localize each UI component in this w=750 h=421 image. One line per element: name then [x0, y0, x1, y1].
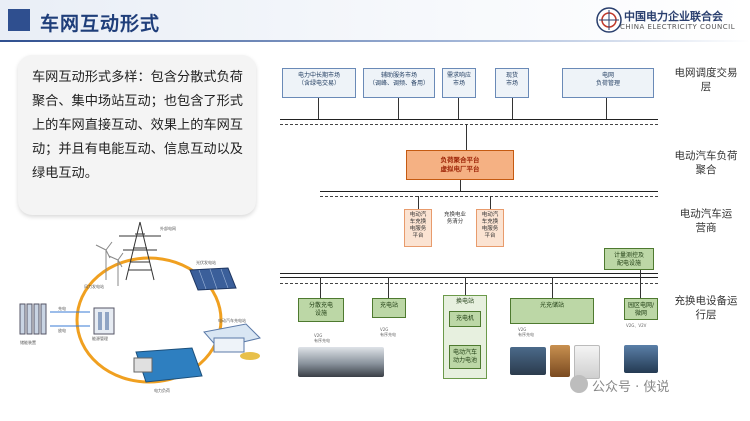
market-box-load-management: 电网 负荷管理 [562, 68, 654, 98]
storage-battery-icon [19, 303, 47, 335]
header-band [0, 0, 750, 40]
equip-ev-battery: 电动汽车 动力电池 [449, 345, 481, 369]
equip-swap-station: 换电站 [455, 298, 474, 305]
org-name-en: CHINA ELECTRICITY COUNCIL [620, 23, 736, 31]
bus-line-dashed [280, 124, 658, 125]
bus-line [280, 119, 658, 120]
v2g-label: V2G 有序充电 [518, 327, 534, 337]
connector [466, 124, 467, 150]
v2g-v2v-label: V2G、V2V [626, 323, 647, 328]
v2g-label: V2G 有序充电 [380, 327, 396, 337]
connector [398, 98, 399, 119]
microgrid-photo [624, 345, 658, 373]
connector [465, 277, 466, 295]
cec-logo-icon [596, 7, 622, 33]
charger-pile-photo [574, 345, 600, 379]
label-charge: 充电 [58, 306, 66, 311]
bus-line-dashed [280, 283, 658, 284]
ev-station-icon [203, 323, 261, 360]
header-divider [0, 40, 750, 42]
load-facility-icon [133, 347, 203, 383]
connector [458, 98, 459, 119]
wechat-icon [570, 375, 588, 393]
operator-platform-box-left: 电动汽 车充换 电服务 平台 [404, 209, 432, 247]
layer-label-equipment: 充换电设备运 行层 [674, 295, 738, 321]
org-name-cn: 中国电力企业联合会 [624, 10, 723, 23]
intro-text: 车网互动形式多样：包含分散式负荷聚合、集中场站互动；也包含了形式上的车网直接互动… [32, 70, 243, 181]
connector [490, 196, 491, 209]
microgrid-illustration-svg [19, 221, 261, 384]
connector [640, 270, 641, 298]
label-hub: 能源管理 [92, 336, 108, 341]
wind-turbine-icon [95, 241, 124, 286]
equip-park-microgrid: 园区电网/ 微网 [624, 298, 658, 320]
connector [320, 277, 321, 298]
ev-car-photo [298, 347, 384, 377]
microgrid-illustration: 外部电网 光伏发电站 风力发电站 储能装置 充电 放电 能源管理 电动汽车充电站… [14, 220, 270, 410]
layer-label-operator: 电动汽车运 营商 [679, 208, 733, 234]
label-discharge: 放电 [58, 328, 66, 333]
intro-textbox [18, 55, 256, 215]
layer-label-aggregation: 电动汽车负荷 聚合 [674, 150, 738, 176]
metering-box: 计量测控及 配电设施 [604, 248, 654, 270]
v2g-label: V2G 有序充电 [314, 333, 330, 343]
solar-panel-icon [189, 267, 237, 291]
v2g-architecture-diagram: 电力中长期市场 （含绿电交易） 辅助服务市场 （调峰、调频、备用） 需求响应 市… [270, 55, 660, 385]
market-box-midlong: 电力中长期市场 （含绿电交易） [282, 68, 356, 98]
market-box-spot: 现货 市场 [495, 68, 529, 98]
header-accent-square [8, 9, 30, 31]
label-storage: 储能装置 [20, 340, 36, 345]
connector [512, 98, 513, 119]
equip-charging-station: 充电站 [372, 298, 406, 318]
market-box-ancillary: 辅助服务市场 （调峰、调频、备用） [363, 68, 435, 98]
label-grid: 外部电网 [160, 226, 176, 231]
label-wind: 风力发电站 [84, 284, 104, 289]
energy-hub-icon [93, 307, 115, 335]
market-box-demand-response: 需求响应 市场 [442, 68, 476, 98]
operator-platform-box-right: 电动汽 车充换 电服务 平台 [476, 209, 504, 247]
connector [460, 180, 461, 191]
label-load: 电力负荷 [154, 388, 170, 393]
equip-pv-storage-station: 光充储站 [510, 298, 594, 324]
connector [318, 98, 319, 119]
bus-line [280, 277, 658, 278]
connector [388, 277, 389, 298]
equip-distributed-charging: 分散充电 设施 [298, 298, 344, 322]
solar-station-photo [550, 345, 570, 377]
bus-line [280, 273, 658, 274]
connector [418, 196, 419, 209]
equip-charger: 充电机 [449, 311, 481, 327]
transmission-tower-icon [119, 221, 161, 281]
connector [606, 98, 607, 119]
bus-line-dashed [320, 196, 658, 197]
bus-line [320, 191, 658, 192]
label-ev-station: 电动汽车充电站 [218, 318, 246, 323]
clearing-label: 充换电业 务清分 [438, 209, 472, 231]
watermark-text: 公众号 · 侠说 [592, 380, 670, 395]
page-title: 车网互动形式 [40, 13, 161, 35]
connector [552, 277, 553, 298]
layer-label-grid: 电网调度交易 层 [674, 67, 738, 93]
aggregator-platform-box: 负荷聚合平台 虚拟电厂平台 [406, 150, 514, 180]
charging-station-photo [510, 347, 546, 375]
label-solar: 光伏发电站 [196, 260, 216, 265]
